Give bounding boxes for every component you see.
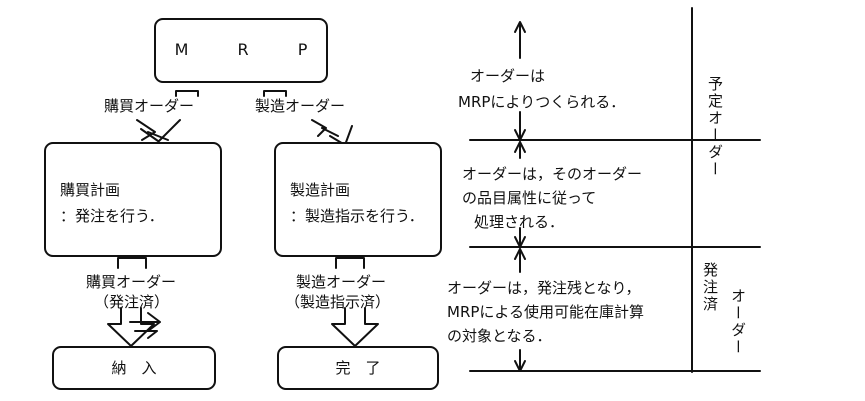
purchase-plan-action: ：発注を行う． [60,207,164,225]
completion-label: 完 了 [335,359,381,377]
stage1-line1: オーダーは [470,67,546,85]
manufacturing-plan-action: ：製造指示を行う． [290,207,424,225]
stage1-line2: MRPによりつくられる． [458,93,626,111]
stage2-line2: の品目属性に従って [462,189,597,207]
manufacturing-plan-title: 製造計画 [290,181,351,199]
manufacturing-plan-box [274,142,442,257]
released-label-a: 発注済 [701,262,719,313]
mrp-label: M R P [174,40,330,59]
purchase-order-status: （発注済） [94,293,170,311]
purchase-plan-box [44,142,222,257]
mrp-box [154,18,328,83]
manufacturing-order-label: 製造オーダー [255,97,346,115]
stage3-line2: MRPによる使用可能在庫計算 [447,303,644,321]
purchase-order-after-label: 購買オーダー [86,273,177,291]
receipt-box [52,346,216,390]
stage2-line3: 処理される． [474,213,565,231]
stage3-line1: オーダーは，発注残となり， [447,279,641,297]
stage2-line1: オーダーは，そのオーダー [462,165,643,183]
released-label-b: オーダー [729,288,747,356]
completion-box [277,346,439,390]
planned-order-label: 予定オーダー [706,76,724,178]
purchase-order-label: 購買オーダー [104,97,195,115]
receipt-label: 納 入 [111,359,157,377]
purchase-plan-title: 購買計画 [60,181,121,199]
manufacturing-order-status: （製造指示済） [285,293,391,311]
stage3-line3: の対象となる． [447,327,552,345]
manufacturing-order-after-label: 製造オーダー [296,273,387,291]
